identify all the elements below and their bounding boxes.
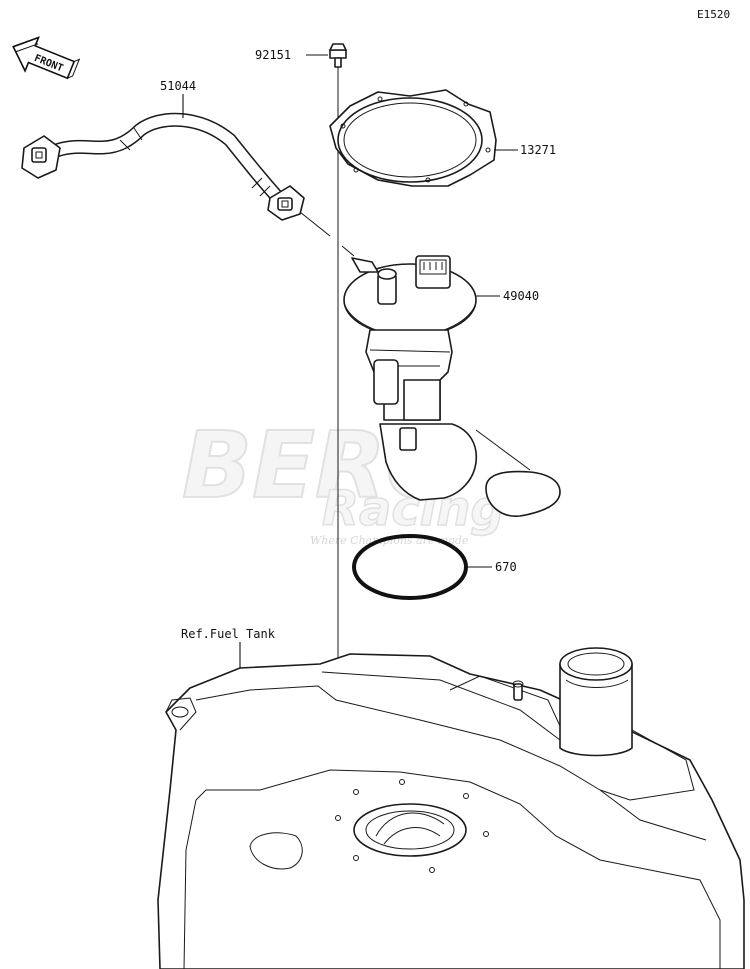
- label-tank: Ref.Fuel Tank: [181, 627, 276, 641]
- label-bolt: 92151: [255, 48, 291, 62]
- gasket-13271: [329, 89, 497, 187]
- diagram-code: E1520: [697, 8, 730, 21]
- fuel-pump-49040: [343, 255, 561, 517]
- fuel-tank: [157, 647, 745, 969]
- hose-connection-line: [299, 211, 331, 237]
- hose-connection-line-2: [341, 245, 355, 257]
- label-oring: 670: [495, 560, 517, 574]
- label-pump: 49040: [503, 289, 539, 303]
- label-gasket: 13271: [520, 143, 556, 157]
- bolt-92151: [329, 43, 347, 68]
- hose-51044: [21, 112, 305, 221]
- front-arrow-icon: FRONT: [12, 36, 81, 80]
- watermark: BERG Racing Where Champions are made: [181, 411, 506, 547]
- label-hose: 51044: [160, 79, 196, 93]
- watermark-tagline: Where Champions are made: [310, 534, 469, 547]
